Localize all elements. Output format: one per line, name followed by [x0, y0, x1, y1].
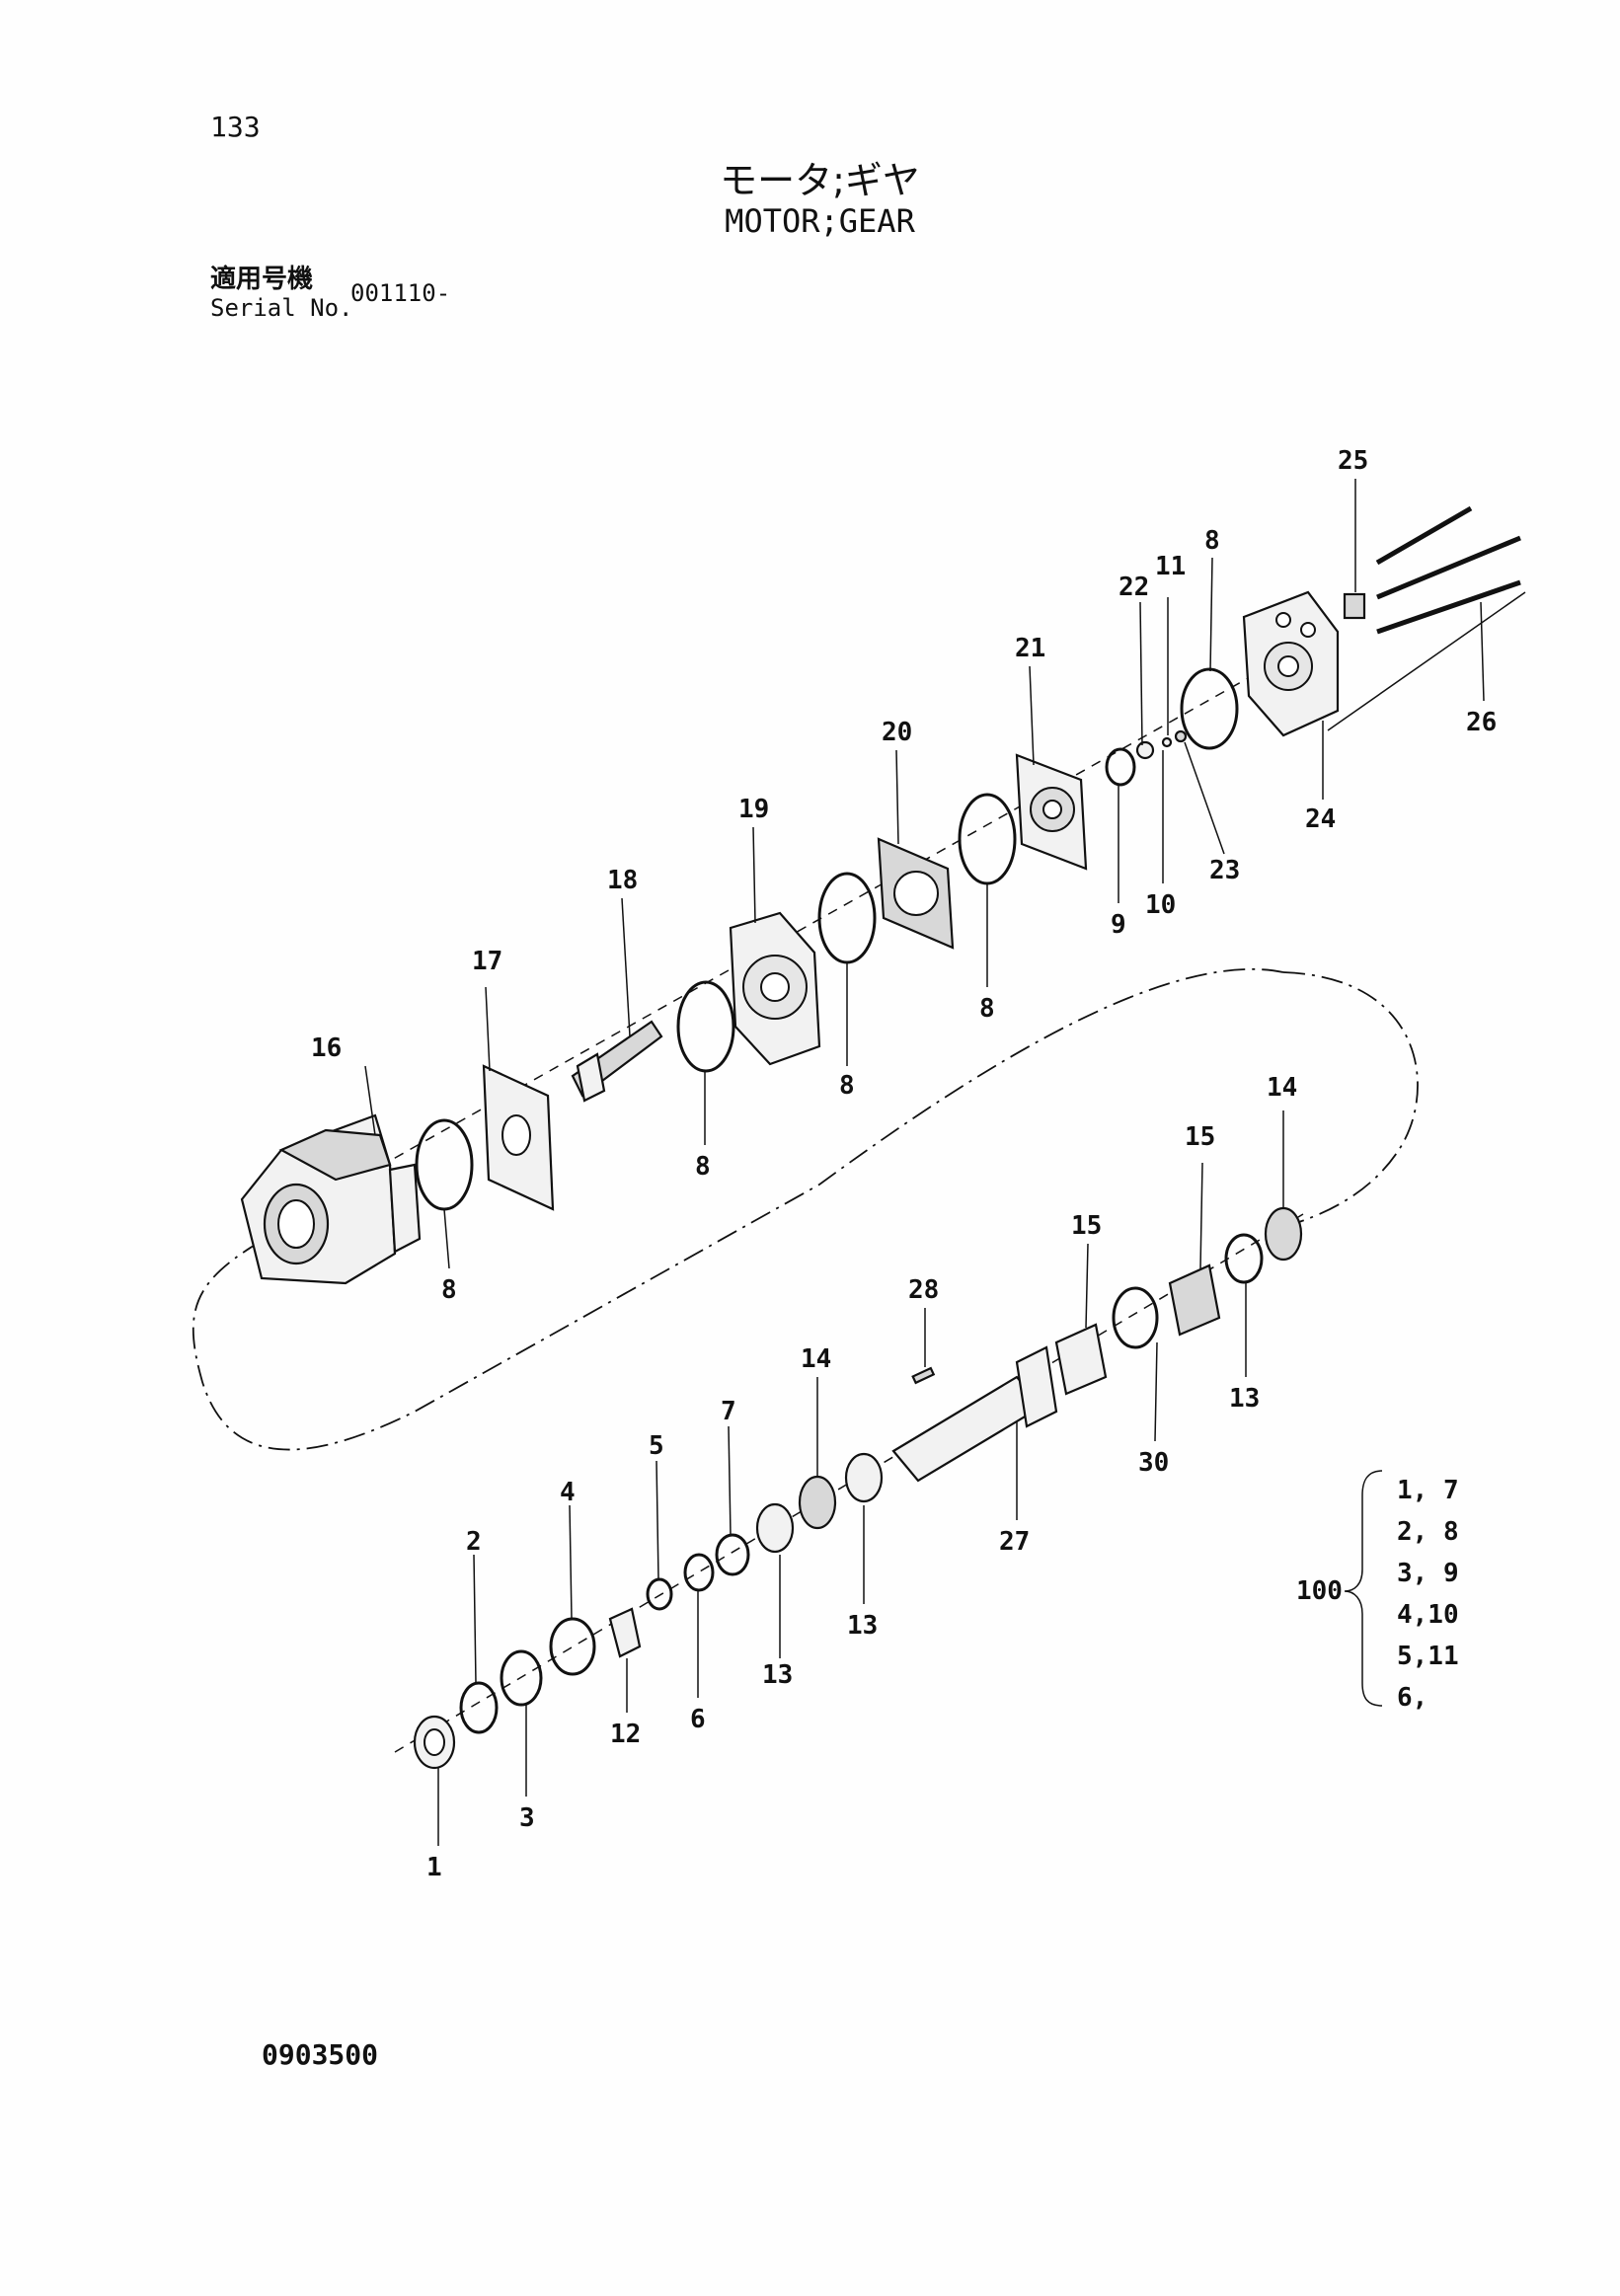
- callout-26: 26: [1466, 708, 1497, 737]
- kit-line-6: 6,: [1397, 1683, 1427, 1713]
- kit-number: 100: [1296, 1576, 1343, 1606]
- callout-9: 9: [1111, 910, 1126, 940]
- callout-13-lower-b: 13: [847, 1611, 878, 1641]
- part-20-plate: [877, 837, 955, 950]
- callout-1: 1: [426, 1853, 442, 1882]
- part-17-plate: [482, 1064, 555, 1211]
- part-8-oring-c: [817, 872, 877, 964]
- lower-stack-parts: [413, 1206, 1303, 1770]
- callout-16: 16: [311, 1033, 342, 1063]
- callout-2: 2: [466, 1527, 482, 1557]
- callout-8-plate: 8: [839, 1071, 855, 1101]
- callout-8-gear: 8: [695, 1152, 711, 1182]
- callout-25: 25: [1338, 446, 1368, 476]
- serial-label-english: Serial No.: [210, 294, 353, 322]
- kit-line-1: 1, 7: [1397, 1476, 1459, 1505]
- part-24-rear-housing: [1242, 590, 1340, 737]
- part-25-block: [1343, 592, 1366, 620]
- callout-8-end-plate: 8: [979, 994, 995, 1024]
- document-code: 0903500: [262, 2038, 379, 2071]
- part-8-oring-b: [676, 980, 735, 1073]
- callout-21: 21: [1015, 634, 1045, 663]
- callout-8-housing: 8: [441, 1275, 457, 1305]
- callout-15-b: 15: [1185, 1122, 1215, 1152]
- upper-axis-line: [285, 641, 1314, 1220]
- callout-23: 23: [1209, 856, 1240, 885]
- callout-3: 3: [519, 1803, 535, 1833]
- small-parts-9-23: [1105, 729, 1188, 787]
- callout-14-upper: 14: [1267, 1073, 1297, 1103]
- serial-number-value: 001110-: [350, 279, 451, 307]
- callout-18: 18: [607, 866, 638, 895]
- part-21-end-plate: [1015, 753, 1088, 871]
- kit-100-bracket: 100 1, 7 2, 8 3, 9 4,10 5,11 6,: [1296, 1470, 1459, 1713]
- part-26-bolts: [1327, 505, 1526, 731]
- part-8-oring-a: [415, 1118, 474, 1211]
- callout-14-lower: 14: [801, 1344, 831, 1374]
- callout-28: 28: [908, 1275, 939, 1305]
- callout-4: 4: [560, 1478, 576, 1507]
- page-title-english: MOTOR;GEAR: [725, 202, 915, 240]
- callout-11: 11: [1155, 552, 1186, 581]
- part-19-gear-housing: [729, 911, 821, 1066]
- lower-axis-line: [394, 1213, 1304, 1753]
- callout-30: 30: [1138, 1448, 1169, 1478]
- callout-10: 10: [1145, 890, 1176, 920]
- kit-line-2: 2, 8: [1397, 1517, 1459, 1547]
- callout-20: 20: [882, 718, 912, 747]
- page-number: 133: [210, 111, 261, 143]
- callout-27: 27: [999, 1527, 1030, 1557]
- callout-8-rear: 8: [1204, 526, 1220, 556]
- callout-13-lower-a: 13: [762, 1660, 793, 1690]
- callout-17: 17: [472, 947, 502, 976]
- kit-line-3: 3, 9: [1397, 1559, 1459, 1588]
- part-18-gear-shaft: [571, 1020, 663, 1103]
- callout-15-a: 15: [1071, 1211, 1102, 1241]
- callout-6: 6: [690, 1705, 706, 1734]
- callout-22: 22: [1119, 573, 1149, 602]
- assembly-path-dashed: [192, 967, 1284, 1451]
- callout-leaders: [364, 479, 1485, 1846]
- callout-19: 19: [738, 795, 769, 824]
- serial-label-japanese: 適用号機: [210, 265, 314, 294]
- part-8-oring-d: [958, 793, 1017, 885]
- callout-5: 5: [649, 1431, 664, 1461]
- callout-13-upper: 13: [1229, 1384, 1260, 1414]
- callout-12: 12: [610, 1720, 641, 1749]
- page-title-japanese: モータ;ギヤ: [720, 159, 920, 202]
- callout-7: 7: [721, 1397, 736, 1426]
- assembly-path-return: [1282, 971, 1419, 1225]
- kit-line-4: 4,10: [1397, 1600, 1459, 1630]
- part-16-housing: [240, 1113, 422, 1285]
- kit-line-5: 5,11: [1397, 1642, 1459, 1671]
- callout-24: 24: [1305, 804, 1336, 834]
- part-8-oring-e: [1180, 667, 1239, 750]
- callout-labels: 1 2 3 4 5 6 7 8 8 8 8 8 9 10 11 12 13 13…: [311, 446, 1497, 1882]
